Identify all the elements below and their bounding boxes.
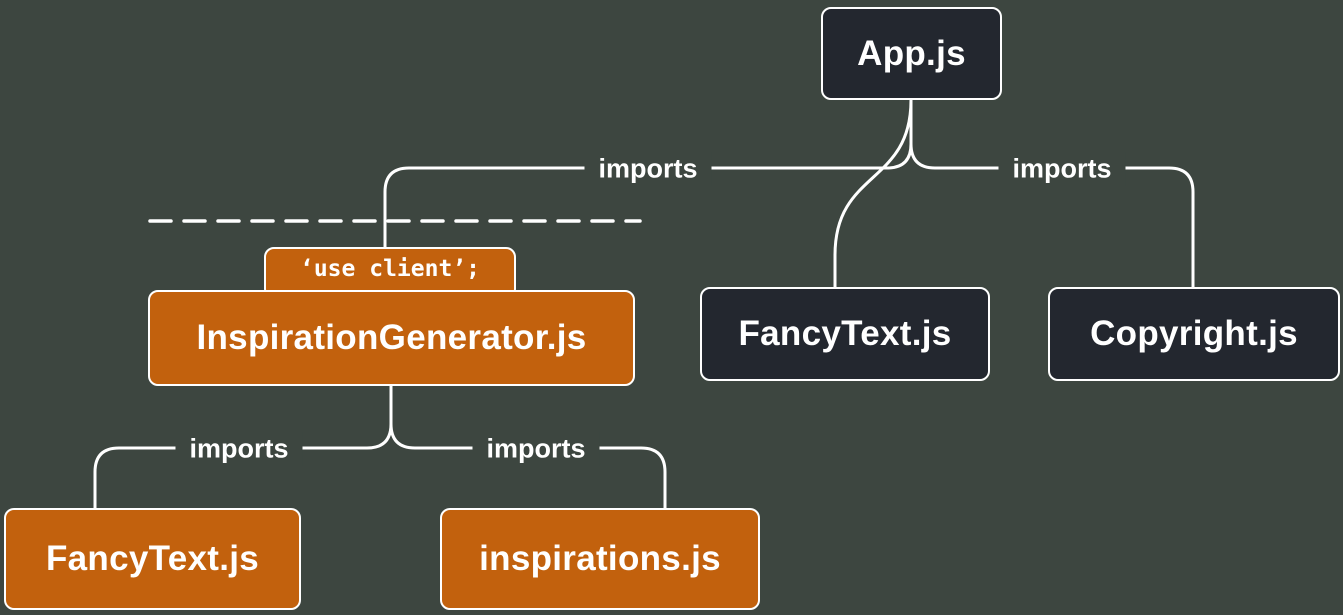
edge-label-imports-inspiration-generator: imports [584,151,712,187]
node-copyright-js: Copyright.js [1048,287,1340,381]
edge-label-imports-inspirations: imports [472,431,600,467]
node-fancy-text-js-client: FancyText.js [4,508,301,610]
edge-app-to-fancy-text [833,98,913,290]
edge-label-imports-fancy-text: imports [175,431,303,467]
node-inspiration-generator-js: InspirationGenerator.js [148,290,635,386]
node-fancy-text-js-server: FancyText.js [700,287,990,381]
edge-label-imports-copyright: imports [998,151,1126,187]
node-app-js: App.js [821,7,1002,100]
node-inspirations-js: inspirations.js [440,508,760,610]
edge-app-to-copyright [909,98,1195,290]
